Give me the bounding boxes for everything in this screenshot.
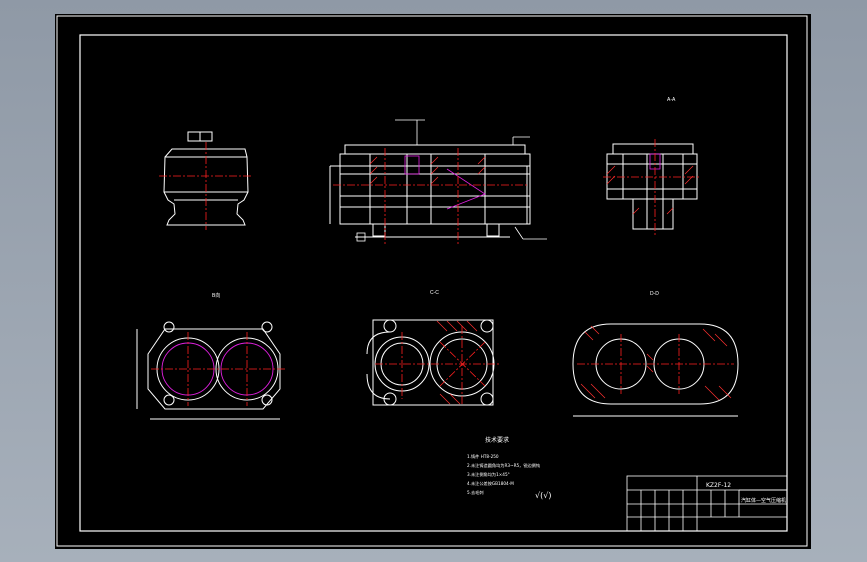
tech-requirements-title: 技术要求 (485, 436, 509, 444)
outer-frame (56, 15, 808, 547)
engineering-drawing: A-A B向 (56, 15, 808, 547)
section-dd-label: D-D (650, 291, 659, 297)
front-view-centerlines (159, 142, 253, 230)
tech-requirement-item: 2.未注铸造圆角均为R3~R5，锐边倒钝 (467, 462, 541, 469)
section-cc-view (366, 319, 495, 406)
section-dd-centerlines (577, 334, 734, 394)
center-section-leaders (356, 119, 547, 242)
tech-requirement-item: 5.去毛刺 (467, 489, 484, 496)
view-b-centerlines (151, 332, 285, 406)
section-dd-view (572, 323, 739, 417)
tech-requirement-item: 4.未注公差按GB1804-M (467, 480, 514, 487)
section-aa-centerlines (603, 139, 701, 236)
section-aa-label: A-A (667, 97, 676, 103)
view-b-label: B向 (212, 292, 220, 299)
center-section-hatch (369, 156, 486, 185)
drawing-code: KZ2F-12 (706, 482, 731, 489)
section-aa-view (606, 143, 698, 230)
center-section-hidden (404, 155, 486, 210)
cad-viewport[interactable]: A-A B向 (55, 14, 811, 549)
inner-frame (79, 34, 788, 532)
title-block (626, 475, 788, 532)
section-cc-label: C-C (430, 290, 439, 296)
section-aa-hatch (606, 165, 694, 215)
drawing-name: 汽缸体—空气压缩机 (741, 497, 786, 504)
roughness-symbol: √(√) (535, 491, 551, 500)
section-dd-hatch (580, 325, 732, 401)
center-section-view (329, 144, 531, 238)
section-cc-centerlines (375, 326, 500, 406)
tech-requirement-item: 1.铸件 HT8-250 (467, 453, 499, 460)
center-section-centerlines (333, 148, 527, 244)
view-b (136, 321, 281, 420)
tech-requirement-item: 3.未注倒角均为1×45° (467, 471, 510, 478)
